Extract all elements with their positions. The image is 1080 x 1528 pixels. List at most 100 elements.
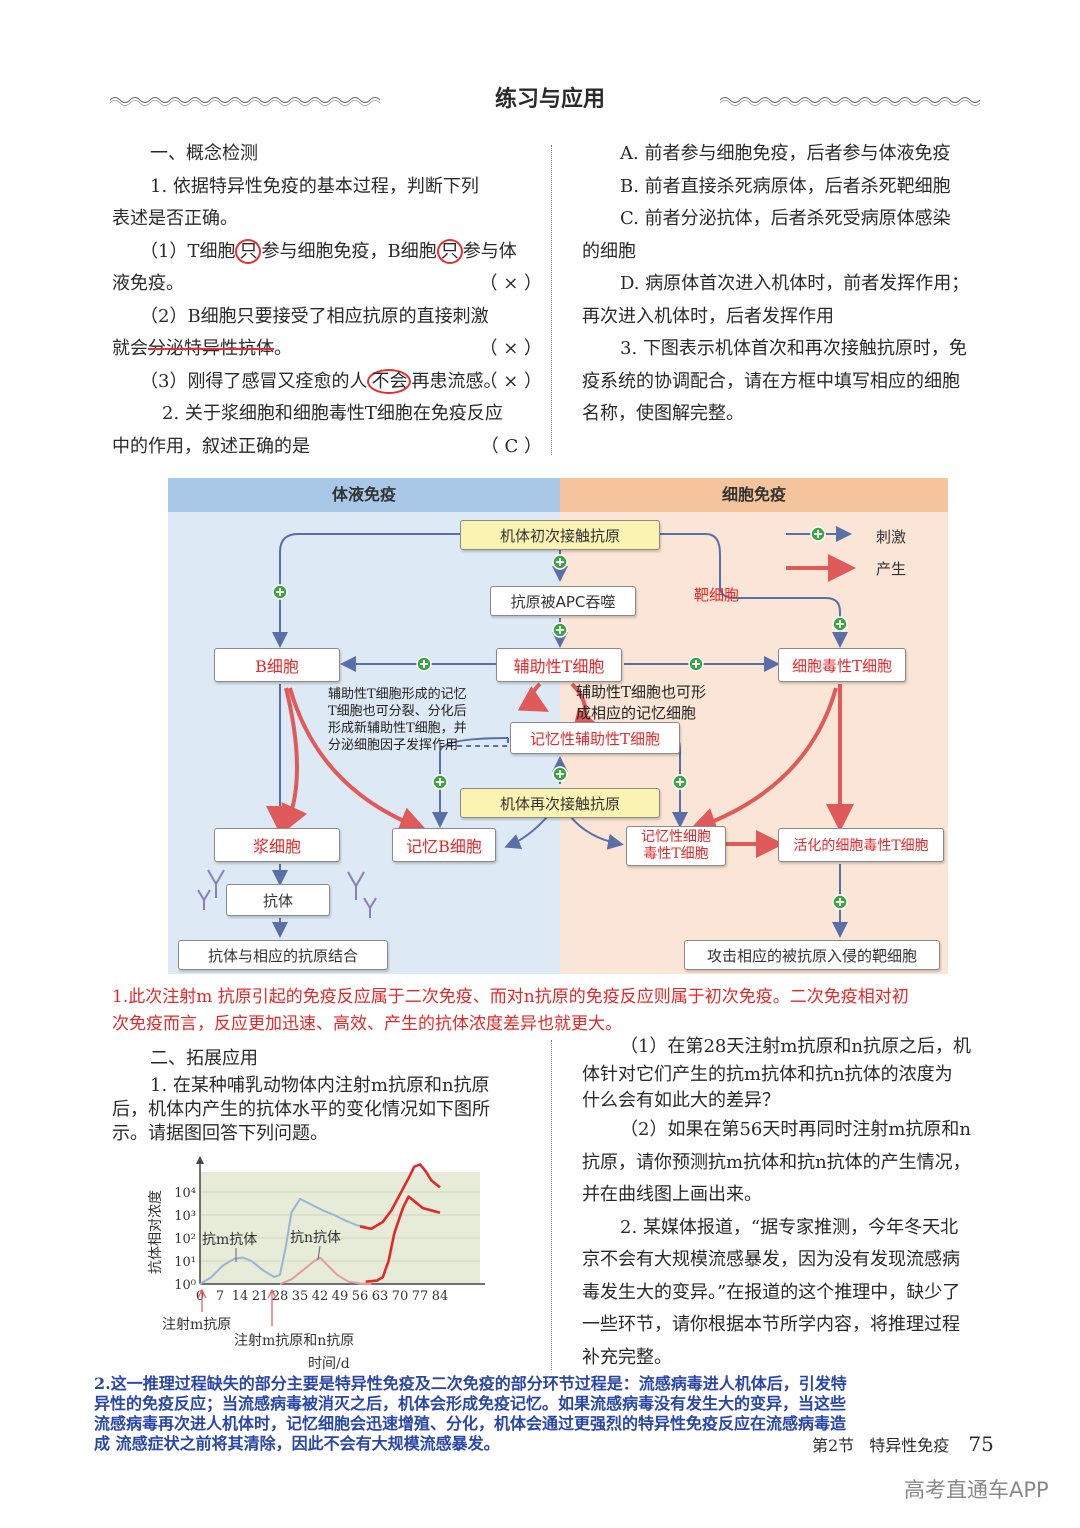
extension-q2-line3: 并在曲线图上画出来。: [582, 1184, 762, 1205]
box-second-contact: 机体再次接触抗原: [460, 788, 660, 818]
y-tick-label: 10²: [174, 1232, 196, 1247]
footer-title: 特异性免疫: [869, 1436, 950, 1455]
handwritten-answer-2: 2.这一推理过程缺失的部分主要是特异性免疫及二次免疫的部分环节过程是：流感病毒进…: [94, 1374, 847, 1453]
extension-q3-line2: 京不会有大规模流感暴发，因为没有发现流感病: [582, 1249, 960, 1270]
extension-q1-line3: 什么会有如此大的差异？: [582, 1090, 780, 1111]
chart-series-group: [199, 1163, 441, 1285]
question-3-line2: 疫系统的协调配合，请在方框中填写相应的细胞: [582, 370, 960, 392]
cellular-header: 细胞免疫: [560, 478, 948, 512]
box-memory-cytotoxic-t: 记忆性细胞毒性T细胞: [626, 826, 726, 866]
left-column-top: 一、概念检测 1. 依据特异性免疫的基本过程，判断下列 表述是否正确。 （1）T…: [112, 138, 542, 463]
extension-q3-line1: 2. 某媒体报道，“据专家推测，今年冬天北: [620, 1216, 959, 1238]
option-c-line1: C. 前者分泌抗体，后者杀死受病原体感染: [620, 208, 951, 229]
extension-1-line3: 示。请据图回答下列问题。: [112, 1123, 328, 1144]
question-3-line3: 名称，使图解完整。: [582, 403, 744, 424]
annotation-inject-m: 注射m抗原: [162, 1317, 231, 1333]
box-attack-target: 攻击相应的被抗原入侵的靶细胞: [684, 940, 940, 970]
extension-q2-line2: 抗原，请你预测抗m抗体和抗n抗体的产生情况，: [582, 1151, 971, 1173]
box-first-contact: 机体初次接触抗原: [460, 520, 660, 550]
y-tick-label: 10³: [174, 1209, 196, 1224]
question-2-line2: 中的作用，叙述正确的是（ C ）: [112, 431, 542, 464]
series-line-anti-n: [279, 1256, 372, 1285]
column-divider-bottom: [551, 1040, 552, 1370]
legend-stimulate: 刺激: [876, 528, 907, 546]
injection-arrow-mn: [267, 1288, 277, 1326]
box-cytotoxic-t: 细胞毒性T细胞: [778, 648, 906, 682]
question-1-1-line2: 液免疫。（ × ）: [112, 268, 542, 301]
answer-mark-1-1: （ × ）: [479, 273, 542, 294]
humoral-header: 体液免疫: [168, 478, 560, 512]
injection-arrow-m: [197, 1288, 207, 1312]
answer-mark-2: （ C ）: [480, 435, 542, 457]
x-tick-label: 42: [312, 1289, 329, 1304]
extension-1-line1: 1. 在某种哺乳动物体内注射m抗原和n抗原: [150, 1075, 490, 1096]
box-helper-t: 辅助性T细胞: [496, 648, 622, 682]
page-footer: 第2节 特异性免疫 75: [812, 1432, 994, 1456]
answer-mark-1-3: （ × ）: [479, 370, 542, 392]
x-tick-label: 21: [252, 1289, 269, 1304]
struck-text: 分泌特异性抗体: [148, 338, 274, 359]
x-tick-label: 84: [432, 1289, 449, 1304]
y-axis-arrow: [196, 1156, 204, 1164]
column-divider: [551, 145, 552, 455]
option-a: A. 前者参与细胞免疫，后者参与体液免疫: [620, 143, 951, 164]
section-heading-concept: 一、概念检测: [150, 143, 258, 164]
immune-diagram: 体液免疫 细胞免疫: [168, 478, 948, 974]
antibody-icons: [197, 869, 377, 918]
extension-1-line2: 后，机体内产生的抗体水平的变化情况如下图所: [112, 1099, 490, 1120]
circled-not: 不会: [367, 368, 412, 394]
label-target-cell: 靶细胞: [694, 586, 740, 604]
question-3-line1: 3. 下图表示机体首次和再次接触抗原时，免: [620, 338, 967, 359]
x-tick-label: 14: [232, 1289, 249, 1304]
circled-only-1: 只: [235, 238, 262, 264]
extension-q2-line1: （2）如果在第56天时再同时注射m抗原和n: [620, 1119, 972, 1140]
question-1-2-line2: 就会分泌特异性抗体。（ × ）: [112, 333, 542, 366]
question-1-line1: 1. 依据特异性免疫的基本过程，判断下列: [150, 175, 479, 197]
box-antibody: 抗体: [226, 884, 330, 916]
series-line-predicted-n: [365, 1195, 441, 1283]
page-title: 练习与应用: [380, 84, 720, 116]
box-activated-cytotoxic-t: 活化的细胞毒性T细胞: [778, 828, 944, 862]
right-column-top: A. 前者参与细胞免疫，后者参与体液免疫 B. 前者直接杀死病原体，后者杀死靶细…: [582, 138, 1002, 431]
extension-q1-line1: （1）在第28天注射m抗原和n抗原之后，机: [620, 1036, 972, 1057]
section-heading-extension: 二、拓展应用: [150, 1048, 258, 1069]
box-apc: 抗原被APC吞噬: [490, 586, 636, 616]
series-label-n-leader: [317, 1245, 321, 1261]
x-tick-label: 7: [216, 1289, 224, 1304]
note-right: 辅助性T细胞也可形成相应的记忆细胞: [576, 683, 707, 722]
box-antibody-binding: 抗体与相应的抗原结合: [178, 940, 388, 970]
page-number: 75: [968, 1432, 994, 1456]
x-tick-label: 35: [292, 1289, 309, 1304]
answer-mark-1-2: （ × ）: [479, 338, 542, 359]
series-line-predicted-m: [359, 1163, 441, 1231]
box-b-cell: B细胞: [214, 648, 340, 682]
x-tick-label: 56: [352, 1289, 369, 1304]
legend-produce: 产生: [876, 560, 907, 578]
x-tick-label: 63: [372, 1289, 389, 1304]
y-tick-label: 10¹: [174, 1255, 196, 1270]
series-line-anti-m: [199, 1197, 366, 1285]
x-tick-label: 70: [392, 1289, 409, 1304]
x-tick-label: 49: [332, 1289, 349, 1304]
question-2-line1: 2. 关于浆细胞和细胞毒性T细胞在免疫反应: [162, 403, 503, 424]
x-tick-label: 0: [196, 1289, 204, 1304]
annotation-inject-mn: 注射m抗原和n抗原: [234, 1333, 354, 1349]
chart-plot-area: [200, 1172, 480, 1284]
x-tick-label: 77: [412, 1289, 429, 1304]
footer-section: 第2节: [812, 1436, 855, 1455]
extension-q3-line5: 补充完整。: [582, 1346, 672, 1368]
option-d-line1: D. 病原体首次进入机体时，前者发挥作用；: [620, 273, 970, 294]
x-tick-label: 28: [272, 1289, 289, 1304]
series-label-n: 抗n抗体: [290, 1230, 341, 1246]
extension-q3-line3: 毒发生大的变异。”在报道的这个推理中，缺少了: [582, 1281, 961, 1303]
option-c-line2: 的细胞: [582, 240, 636, 262]
option-d-line2: 再次进入机体时，后者发挥作用: [582, 305, 834, 327]
watermark: 高考直通车APP: [904, 1478, 1049, 1502]
box-memory-b: 记忆B细胞: [392, 828, 496, 862]
handwritten-answer-1: 1.此次注射m 抗原引起的免疫反应属于二次免疫、而对n抗原的免疫反应则属于初次免…: [112, 987, 909, 1034]
extension-q1-line2: 体针对它们产生的抗m抗体和抗n抗体的浓度为: [582, 1064, 953, 1085]
series-label-m: 抗m抗体: [202, 1232, 257, 1248]
